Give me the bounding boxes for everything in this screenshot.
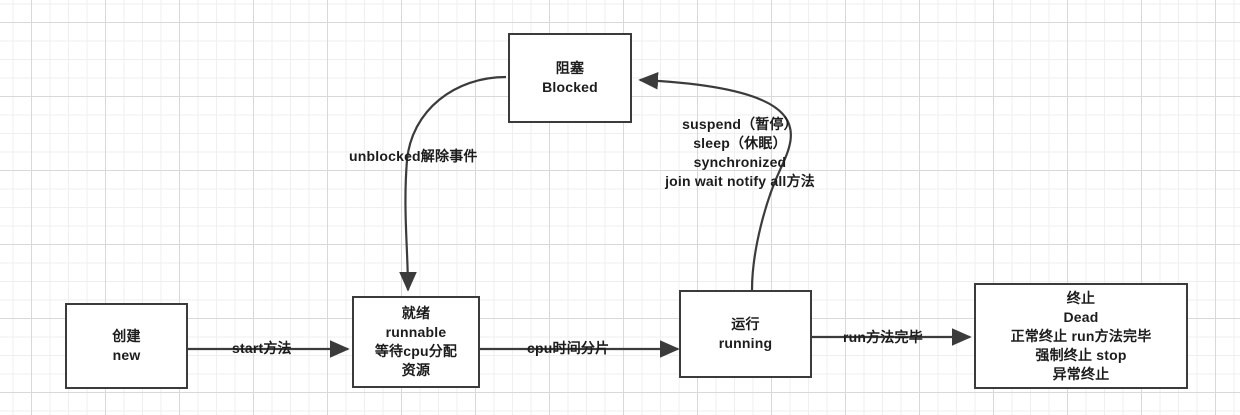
node-runnable-line-3: 资源 — [401, 362, 431, 378]
node-dead[interactable]: 终止 Dead 正常终止 run方法完毕 强制终止 stop 异常终止 — [974, 283, 1188, 389]
node-runnable[interactable]: 就绪 runnable 等待cpu分配 资源 — [352, 296, 480, 388]
node-runnable-line-0: 就绪 — [401, 305, 431, 321]
node-blocked-line-0: 阻塞 — [555, 60, 585, 76]
node-runnable-line-2: 等待cpu分配 — [374, 343, 458, 359]
node-dead-line-3: 强制终止 stop — [1035, 346, 1127, 363]
edge-label-start-method: start方法 — [232, 340, 292, 356]
node-running[interactable]: 运行 running — [679, 290, 812, 378]
edge-running-to-blocked — [638, 72, 792, 291]
edge-label-block-causes-line-2: synchronized — [693, 154, 787, 170]
node-new-line-1: new — [112, 347, 141, 363]
edge-label-block-causes-line-0: suspend（暂停） — [682, 116, 798, 132]
node-running-line-0: 运行 — [731, 316, 760, 332]
node-blocked-line-1: Blocked — [542, 79, 598, 95]
node-dead-line-0: 终止 — [1066, 289, 1096, 306]
node-runnable-line-1: runnable — [385, 324, 447, 340]
node-dead-line-2: 正常终止 run方法完毕 — [1010, 327, 1152, 344]
node-dead-line-4: 异常终止 — [1052, 365, 1110, 382]
edge-label-unblocked: unblocked解除事件 — [349, 148, 478, 164]
node-dead-line-1: Dead — [1063, 308, 1099, 325]
node-blocked[interactable]: 阻塞 Blocked — [508, 33, 632, 123]
edge-label-block-causes-line-3: join wait notify all方法 — [665, 173, 815, 189]
edge-label-run-method-finished: run方法完毕 — [843, 329, 923, 345]
edge-blocked-to-runnable — [399, 75, 507, 292]
edge-label-block-causes-line-1: sleep（休眠） — [693, 135, 787, 151]
edge-label-block-causes: suspend（暂停） sleep（休眠） synchronized join … — [640, 115, 840, 191]
node-new[interactable]: 创建 new — [65, 303, 188, 389]
node-new-line-0: 创建 — [112, 328, 141, 344]
node-running-line-1: running — [718, 335, 773, 351]
edge-label-cpu-time-slice: cpu时间分片 — [527, 340, 610, 356]
